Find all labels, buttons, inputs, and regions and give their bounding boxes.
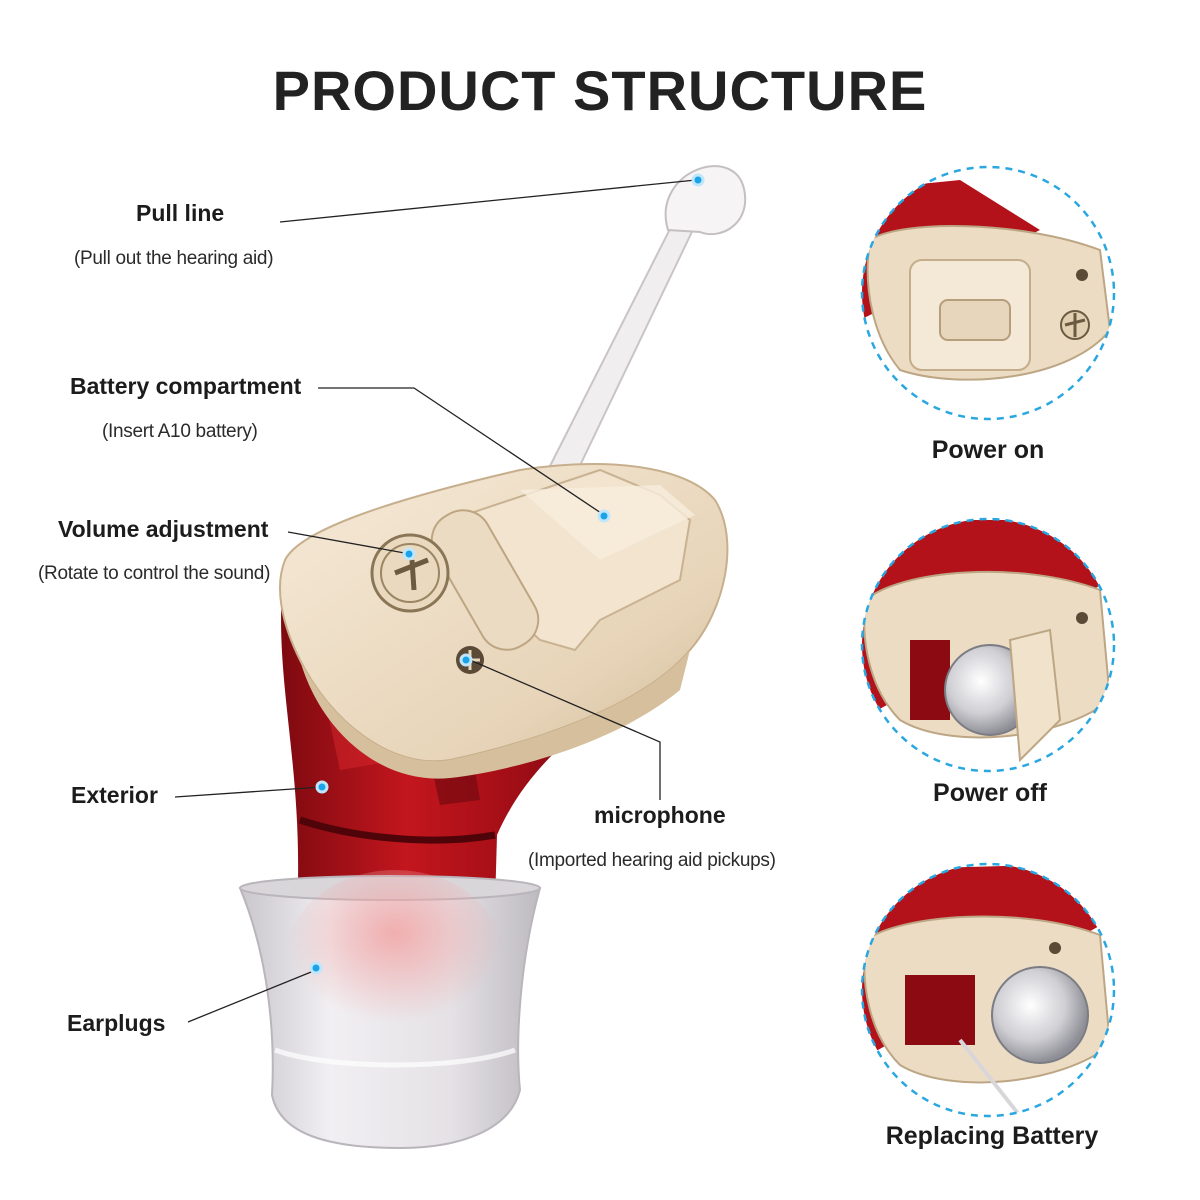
- label-volume-adjustment: Volume adjustment: [58, 516, 269, 542]
- label-pull-line: Pull line: [136, 200, 225, 226]
- volume-wheel: [370, 533, 450, 613]
- page-title: PRODUCT STRUCTURE: [272, 59, 928, 122]
- pull-line-part: [546, 165, 747, 480]
- caption-power-on: Power on: [931, 436, 1045, 464]
- earplug-part: [238, 870, 542, 1150]
- caption-replacing-battery: Replacing Battery: [885, 1122, 1099, 1150]
- leader-lines: [174, 179, 697, 1023]
- detail-view-power-on: [860, 165, 1116, 421]
- note-battery-compartment: (Insert A10 battery): [102, 421, 258, 442]
- battery-door: [430, 468, 695, 652]
- label-microphone: microphone: [594, 802, 726, 828]
- label-exterior: Exterior: [71, 782, 158, 808]
- note-pull-line: (Pull out the hearing aid): [74, 248, 274, 269]
- detail-view-replacing-battery: [860, 862, 1116, 1118]
- caption-power-off: Power off: [933, 779, 1047, 807]
- detail-view-power-off: [860, 517, 1116, 773]
- callout-dots: [309, 173, 705, 975]
- note-volume-adjustment: (Rotate to control the sound): [38, 563, 271, 584]
- note-microphone: (Imported hearing aid pickups): [528, 850, 776, 871]
- label-earplugs: Earplugs: [67, 1010, 166, 1036]
- label-battery-compartment: Battery compartment: [70, 373, 302, 399]
